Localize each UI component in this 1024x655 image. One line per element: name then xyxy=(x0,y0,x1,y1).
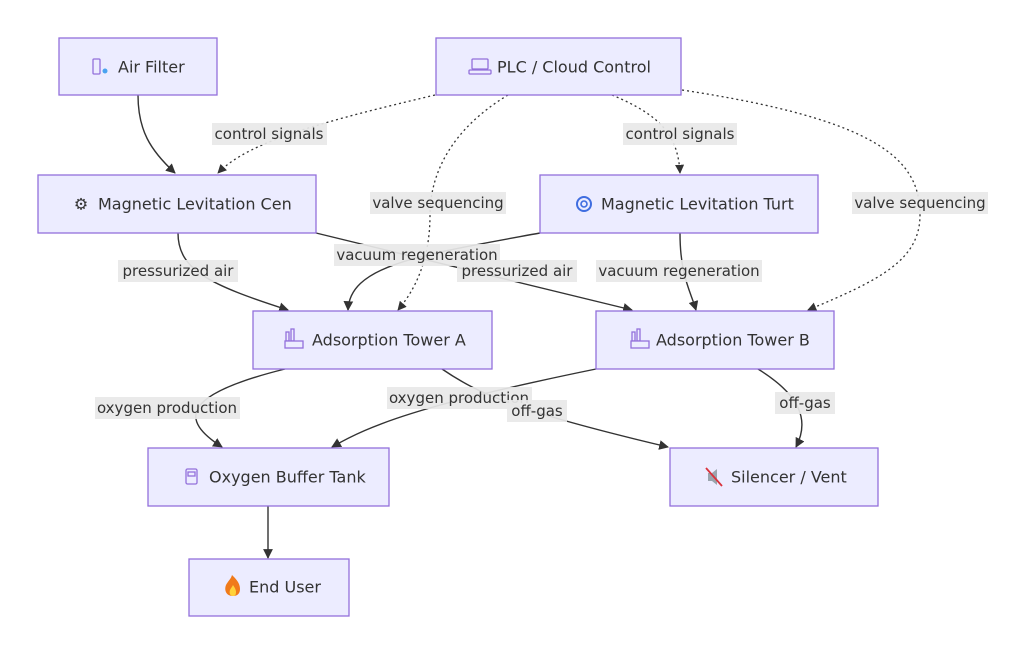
cyclone-icon xyxy=(576,196,592,212)
node-adsorption-tower-b[interactable]: Adsorption Tower B xyxy=(595,310,835,370)
svg-text:valve sequencing: valve sequencing xyxy=(854,194,985,212)
node-label: Magnetic Levitation Cen xyxy=(98,195,292,214)
node-end-user[interactable]: End User xyxy=(188,558,350,617)
edge-label-off-gas-1: off-gas xyxy=(507,400,567,422)
node-plc-cloud-control[interactable]: PLC / Cloud Control xyxy=(435,37,682,96)
svg-text:pressurized air: pressurized air xyxy=(462,262,574,280)
edge-label-pressurized-air-1: pressurized air xyxy=(118,260,238,282)
edge-label-pressurized-air-2: pressurized air xyxy=(457,260,577,282)
svg-text:vacuum regeneration: vacuum regeneration xyxy=(598,262,759,280)
edge-label-control-signals-1: control signals xyxy=(212,123,327,145)
computer-icon xyxy=(468,58,492,75)
node-adsorption-tower-a[interactable]: Adsorption Tower A xyxy=(252,310,493,370)
edge-label-vacuum-regeneration-2: vacuum regeneration xyxy=(596,260,762,282)
air-filter-icon xyxy=(92,58,108,75)
edge-label-oxygen-production-2: oxygen production xyxy=(387,387,532,409)
edge-labels: control signals control signals valve se… xyxy=(95,123,988,422)
node-magnetic-levitation-centrifugal[interactable]: ⚙ Magnetic Levitation Cen xyxy=(37,174,317,234)
node-label: End User xyxy=(249,578,321,597)
gear-icon: ⚙ xyxy=(74,195,88,214)
edge-label-valve-sequencing-2: valve sequencing xyxy=(852,192,988,214)
edge-plc-to-towera xyxy=(397,94,509,311)
edge-label-valve-sequencing-1: valve sequencing xyxy=(370,192,506,214)
svg-text:vacuum regeneration: vacuum regeneration xyxy=(336,246,497,264)
svg-text:oxygen production: oxygen production xyxy=(389,389,529,407)
node-label: Air Filter xyxy=(118,58,185,77)
node-oxygen-buffer-tank[interactable]: Oxygen Buffer Tank xyxy=(147,447,390,507)
svg-text:control signals: control signals xyxy=(626,125,735,143)
node-label: Silencer / Vent xyxy=(731,468,847,487)
node-air-filter[interactable]: Air Filter xyxy=(58,37,218,96)
fuel-tank-icon xyxy=(185,468,198,485)
svg-text:pressurized air: pressurized air xyxy=(123,262,235,280)
edge-airfilter-to-centrifugal xyxy=(137,94,176,174)
edge-label-off-gas-2: off-gas xyxy=(775,392,835,414)
node-silencer-vent[interactable]: Silencer / Vent xyxy=(669,447,879,507)
edge-label-control-signals-2: control signals xyxy=(623,123,737,145)
node-magnetic-levitation-turbo[interactable]: Magnetic Levitation Turt xyxy=(539,174,819,234)
node-label: Adsorption Tower B xyxy=(656,331,810,350)
edge-label-oxygen-production-1: oxygen production xyxy=(95,397,240,419)
node-label: Adsorption Tower A xyxy=(312,331,466,350)
svg-text:oxygen production: oxygen production xyxy=(97,399,237,417)
muted-speaker-icon xyxy=(705,467,723,487)
factory-icon xyxy=(630,328,650,349)
fire-icon xyxy=(225,575,240,596)
edge-towerb-to-buffer xyxy=(331,368,597,448)
svg-text:off-gas: off-gas xyxy=(511,402,563,420)
node-label: Oxygen Buffer Tank xyxy=(209,468,366,487)
svg-text:off-gas: off-gas xyxy=(779,394,831,412)
svg-text:valve sequencing: valve sequencing xyxy=(372,194,503,212)
svg-text:control signals: control signals xyxy=(215,125,324,143)
node-label: PLC / Cloud Control xyxy=(497,58,651,77)
factory-icon xyxy=(284,328,304,349)
node-label: Magnetic Levitation Turt xyxy=(601,195,794,214)
